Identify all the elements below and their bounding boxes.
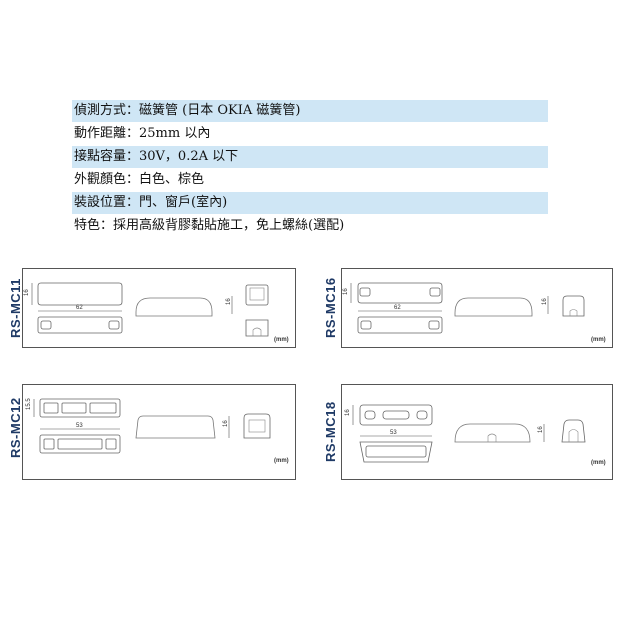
dim-height: 16 [24,289,30,296]
sensor-side-view [454,297,533,317]
sensor-side-view [454,423,531,443]
end-view-sensor [245,284,269,306]
end-view-sensor [561,419,586,443]
magnet-view [39,434,121,454]
dim-length: 53 [390,430,397,436]
end-view-magnet [245,319,269,337]
end-view-sensor [243,413,271,439]
sensor-top-view [39,398,121,418]
spec-color: 外觀顏色：白色、棕色 [74,172,205,187]
spec-detection-method: 偵測方式：磁簧管 (日本 OKIA 磁簧管) [72,100,548,122]
sensor-top-view [357,282,443,304]
dim-side: 16 [542,298,548,305]
panel-rs-mc16 [341,268,613,348]
sensor-top-view [359,404,433,426]
dim-height: 16 [345,409,351,416]
dim-height: 15.5 [26,398,32,410]
dim-length: 62 [394,305,401,311]
spec-installation: 裝設位置：門、窗戶(室內) [72,192,548,214]
sensor-top-view [37,282,123,306]
dim-side: 16 [226,298,232,305]
dim-length: 53 [76,423,83,429]
dim-height: 16 [343,288,349,295]
sensor-side-view [135,297,213,317]
unit-label: (mm) [591,460,606,466]
unit-label: (mm) [274,337,289,343]
end-view-sensor [562,295,585,317]
magnet-view [359,441,433,463]
unit-label: (mm) [591,337,606,343]
spec-contact-rating: 接點容量：30V，0.2A 以下 [72,146,548,168]
spec-operating-distance: 動作距離：25mm 以內 [74,126,211,141]
spec-feature: 特色：採用高級背膠黏貼施工，免上螺絲(選配) [74,218,345,233]
sensor-side-view [135,415,216,439]
panel-rs-mc18 [341,384,613,480]
magnet-view [357,316,443,334]
dim-side: 16 [223,420,229,427]
panel-rs-mc11 [22,268,296,348]
dim-length: 62 [76,305,83,311]
unit-label: (mm) [274,458,289,464]
magnet-view [37,316,123,334]
dim-side: 16 [538,426,544,433]
